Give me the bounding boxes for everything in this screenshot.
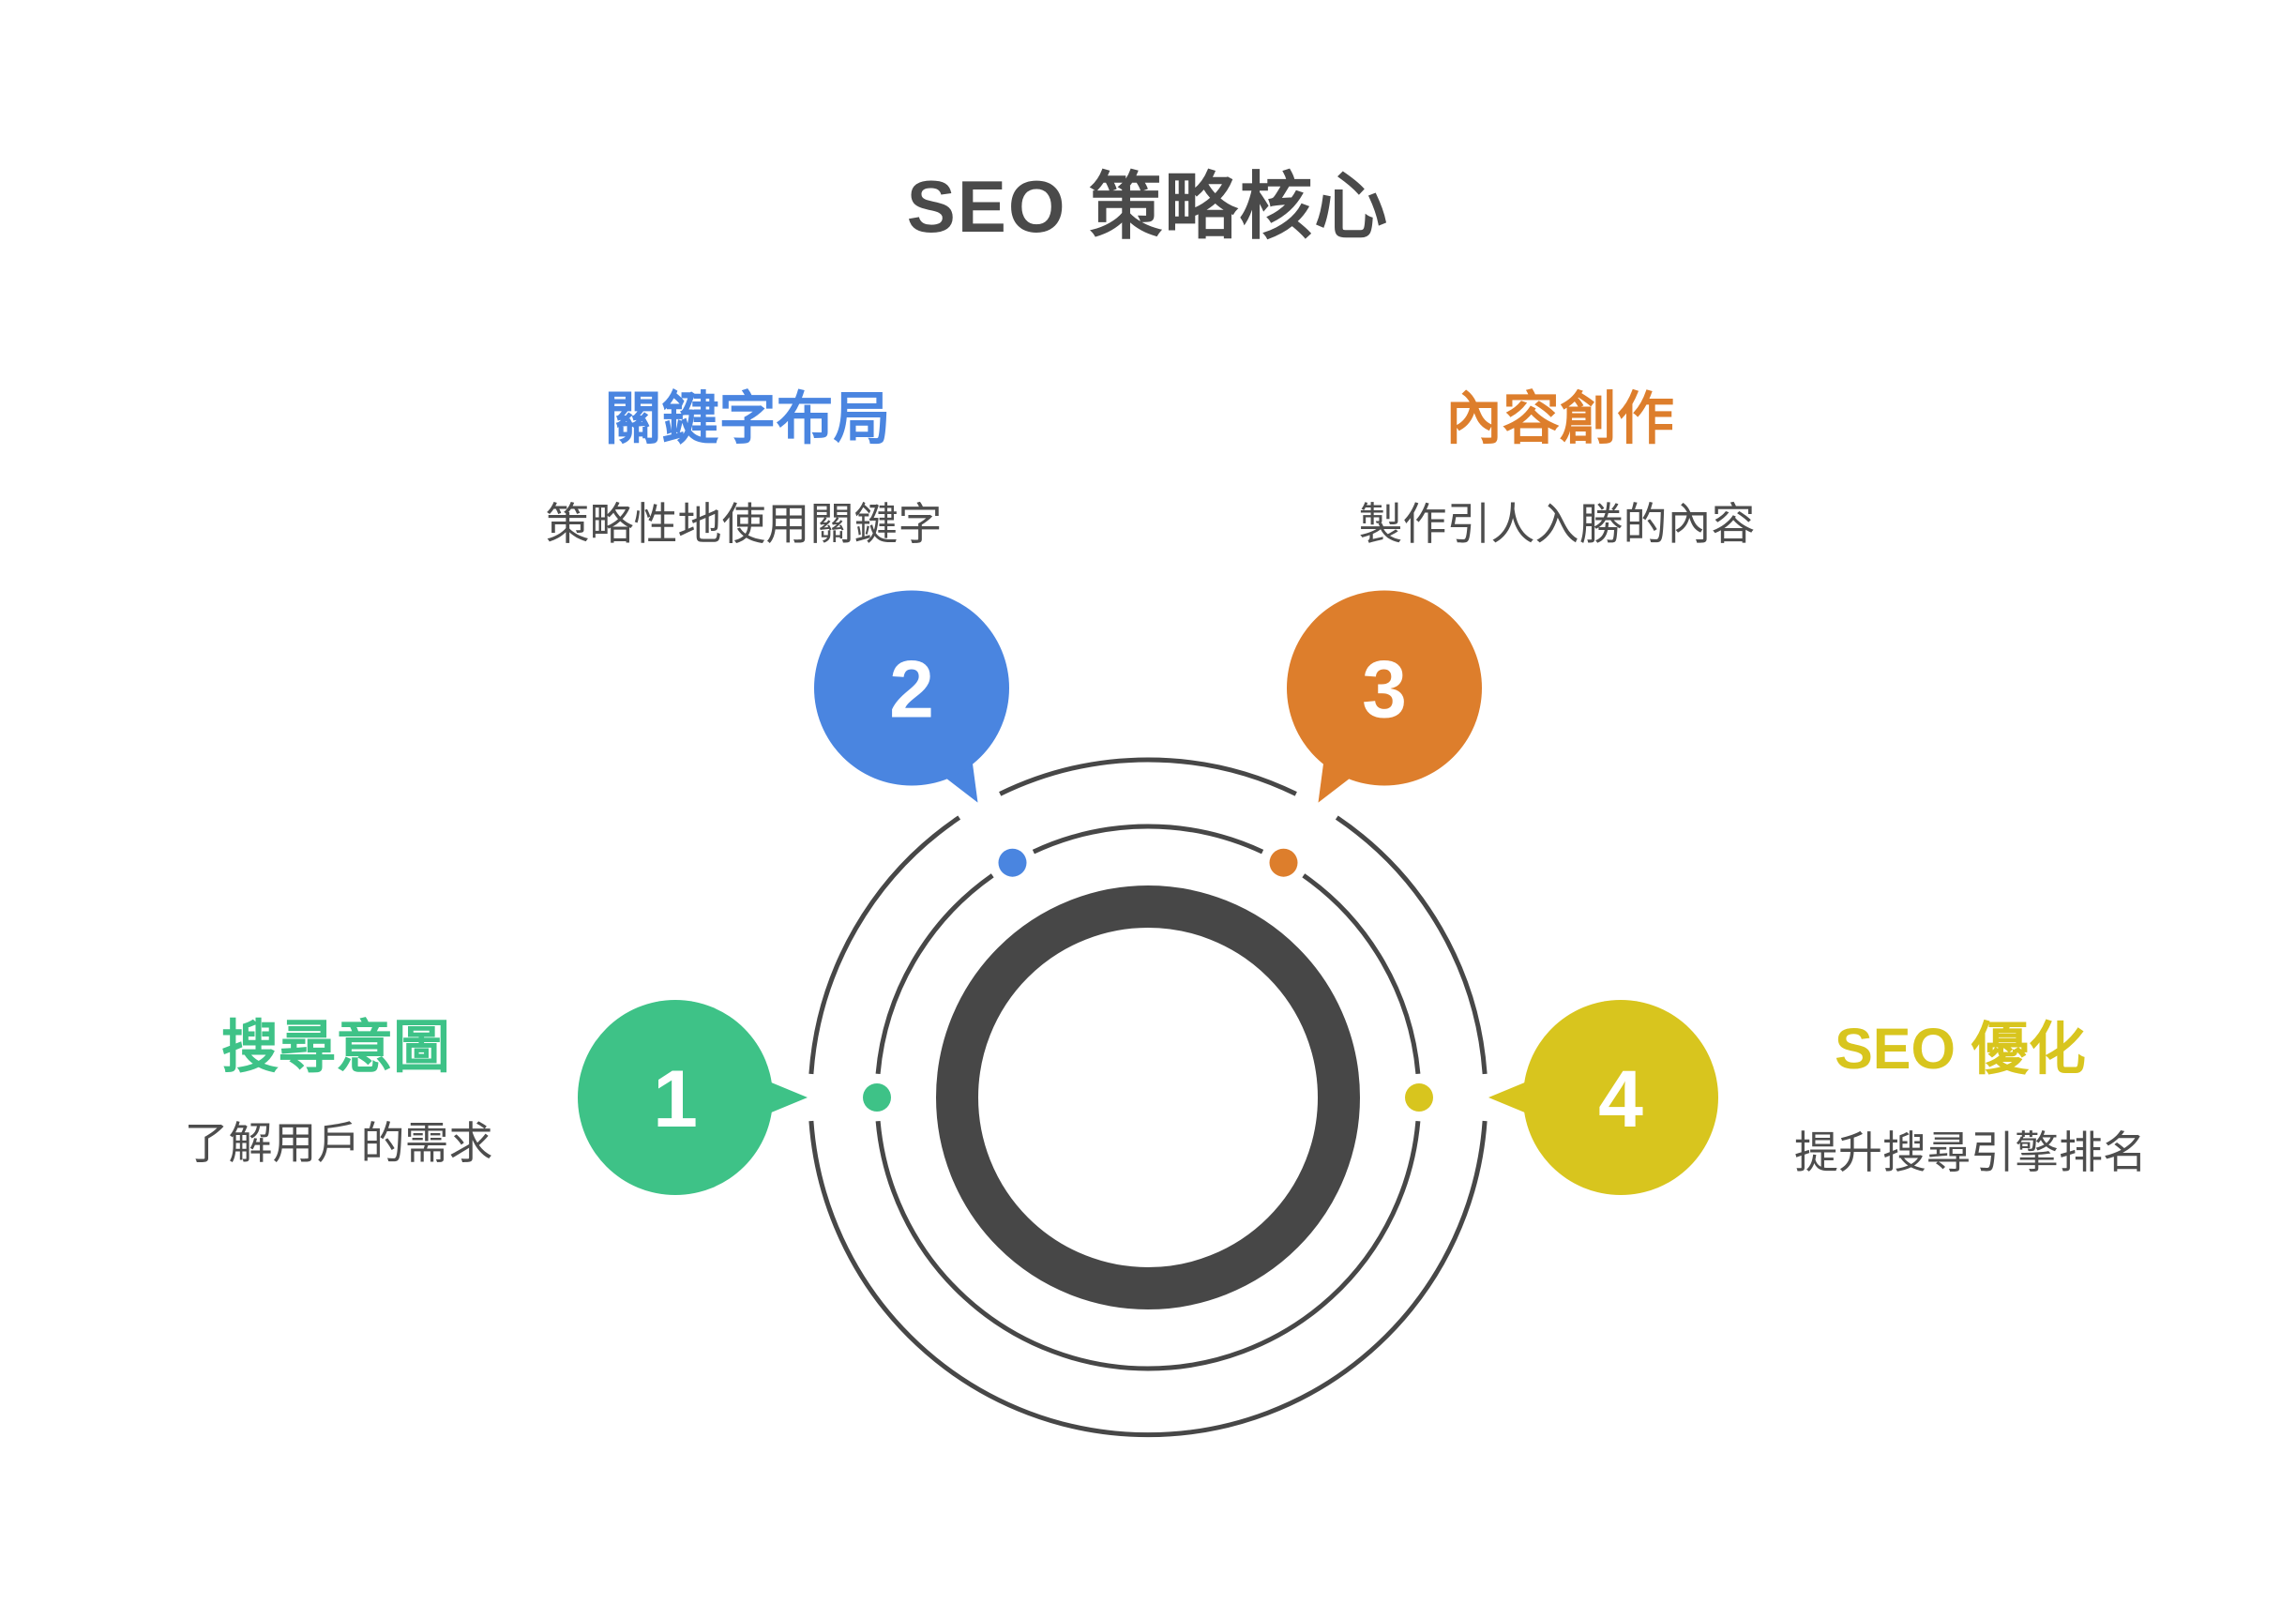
outer-circle-arc: [808, 815, 961, 1075]
bubble-circle: [1287, 590, 1482, 786]
step-bubble-3: 3: [1287, 590, 1482, 803]
step-number-1: 1: [653, 1054, 698, 1144]
orbit-dot-orange: [1269, 848, 1298, 877]
step-bubble-2: 2: [814, 590, 1009, 803]
item-label-search-intent: 搜尋意圖: [220, 1015, 451, 1079]
item-desc-seo-optimization: 提升搜尋引擎排名: [1794, 1127, 2147, 1177]
step-bubble-4: 4: [1488, 1000, 1718, 1195]
step-number-2: 2: [889, 645, 934, 735]
orbit-dot-yellow: [1405, 1083, 1433, 1112]
item-label-keyword-layout: 關鍵字布局: [604, 386, 891, 450]
orbit-dot-blue: [998, 848, 1027, 877]
middle-circle-arc: [1032, 824, 1264, 855]
middle-circle-arc: [875, 873, 994, 1075]
middle-circle: [875, 824, 1421, 1371]
step-number-4: 4: [1598, 1054, 1643, 1144]
item-desc-content-creation: 製作引人入勝的內容: [1358, 499, 1756, 549]
outer-circle-arc: [999, 757, 1297, 796]
inner-thick-ring: [936, 885, 1360, 1309]
bubble-circle: [1523, 1000, 1718, 1195]
item-label-seo-optimization: SEO 優化: [1835, 1017, 2086, 1081]
outer-circle: [808, 757, 1488, 1438]
bubble-circle: [578, 1000, 773, 1195]
item-desc-search-intent: 了解用戶的需求: [184, 1118, 493, 1168]
orbit-dot-green: [863, 1083, 891, 1112]
outer-circle-arc: [1335, 815, 1488, 1075]
step-bubble-1: 1: [578, 1000, 808, 1195]
step-number-3: 3: [1362, 645, 1407, 735]
bubble-circle: [814, 590, 1009, 786]
middle-circle-arc: [875, 1120, 1421, 1371]
item-desc-keyword-layout: 策略性地使用關鍵字: [545, 499, 943, 549]
middle-circle-arc: [1302, 873, 1421, 1075]
item-label-content-creation: 內容創作: [1444, 386, 1675, 450]
diagram-title: SEO 策略核心: [906, 165, 1390, 248]
outer-circle-arc: [808, 1120, 1488, 1438]
